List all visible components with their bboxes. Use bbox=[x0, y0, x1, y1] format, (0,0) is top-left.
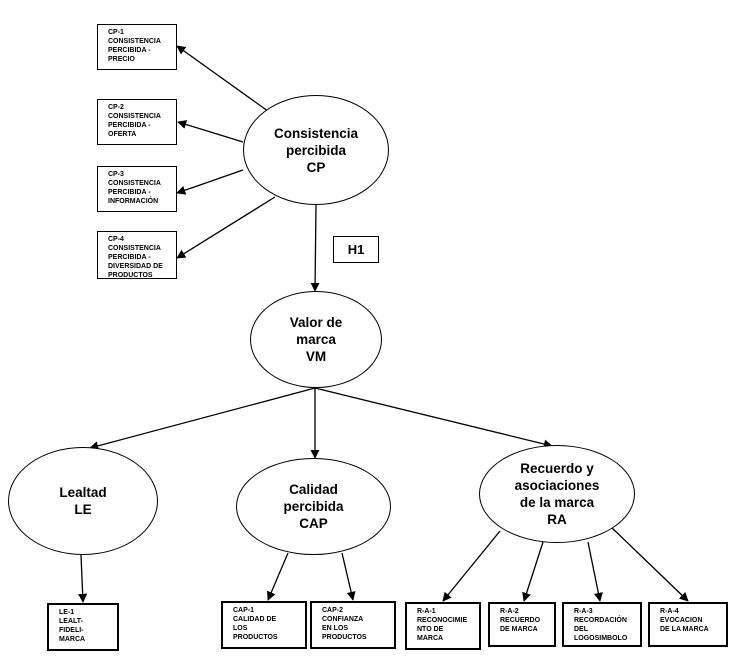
arrow-vm-to-le bbox=[89, 387, 316, 451]
box-ra4: R-A-4 EVOCACION DE LA MARCA bbox=[648, 602, 728, 647]
ellipse-vm: Valor de marca VM bbox=[250, 291, 382, 388]
arrow-cap-to-cap2 bbox=[341, 552, 356, 601]
arrow-le-to-le1 bbox=[78, 554, 88, 603]
ellipse-vm-label: Valor de marca VM bbox=[289, 315, 343, 364]
box-cap1: CAP-1 CALIDAD DE LOS PRODUCTOS bbox=[221, 601, 307, 649]
box-cap2: CAP-2 CONFIANZA EN LOS PRODUCTOS bbox=[310, 601, 396, 649]
box-cp2: CP-2 CONSISTENCIA PERCIBIDA - OFERTA bbox=[97, 99, 177, 145]
box-ra2: R-A-2 RECUERDO DE MARCA bbox=[488, 602, 556, 647]
ellipse-cp: Consistencia percibida CP bbox=[243, 95, 389, 205]
arrow-ra-to-ra1 bbox=[442, 530, 501, 602]
arrow-ra-to-ra3 bbox=[587, 541, 603, 602]
arrow-cp-to-cp1 bbox=[176, 45, 273, 115]
ellipse-le: Lealtad LE bbox=[8, 447, 158, 555]
arrow-cap-to-cap1 bbox=[267, 552, 289, 601]
box-ra1: R-A-1 RECONOCIMIE NTO DE MARCA bbox=[405, 602, 481, 650]
ellipse-cap-label: Calidad percibida CAP bbox=[283, 482, 344, 531]
arrow-ra-to-ra4 bbox=[609, 525, 689, 602]
arrow-ra-to-ra2 bbox=[522, 541, 544, 602]
ellipse-ra: Recuerdo y asociaciones de la marca RA bbox=[479, 445, 635, 543]
arrow-vm-to-ra bbox=[314, 387, 553, 449]
arrow-cp-to-cp3 bbox=[176, 169, 244, 195]
box-cp3: CP-3 CONSISTENCIA PERCIBIDA - INFORMACIÓ… bbox=[97, 166, 177, 212]
ellipse-le-label: Lealtad LE bbox=[59, 485, 107, 517]
ellipse-ra-label: Recuerdo y asociaciones de la marca RA bbox=[514, 461, 600, 527]
ellipse-cp-label: Consistencia percibida CP bbox=[273, 125, 359, 175]
box-ra3: R-A-3 RECORDACIÓN DEL LOGOSIMBOLO bbox=[562, 602, 642, 647]
ellipse-cap: Calidad percibida CAP bbox=[236, 458, 391, 555]
arrow-cp-to-cp4 bbox=[176, 196, 276, 259]
arrow-cp-to-cp2 bbox=[177, 120, 244, 143]
box-cp4: CP-4 CONSISTENCIA PERCIBIDA - DIVERSIDAD… bbox=[97, 231, 177, 279]
box-le1: LE-1 LEALT- FIDELI- MARCA bbox=[47, 603, 119, 651]
box-cp1: CP-1 CONSISTENCIA PERCIBIDA - PRECIO bbox=[97, 24, 177, 70]
hypothesis-box: H1 bbox=[333, 236, 379, 263]
arrow-cp-to-vm bbox=[310, 204, 320, 292]
